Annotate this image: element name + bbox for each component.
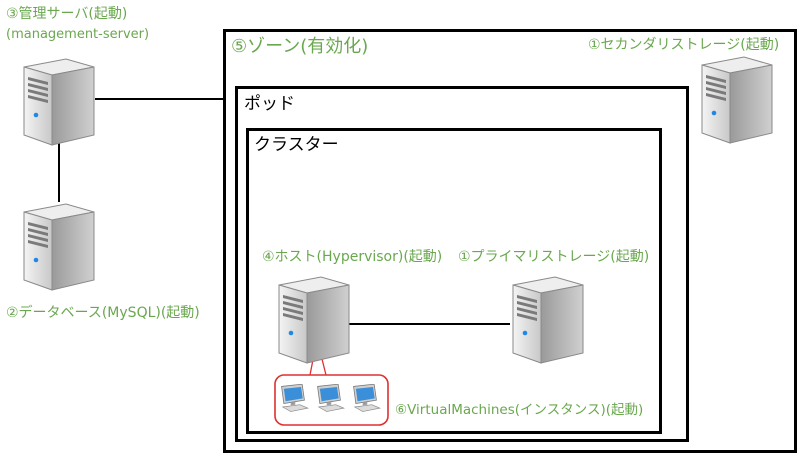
host-label: ④ホスト(Hypervisor)(起動) [262,249,443,265]
host-server-icon[interactable] [271,273,351,365]
vm-pc-icon-1[interactable] [277,384,309,414]
management-server-label: ③管理サーバ(起動) [6,6,128,22]
mgmt-to-db-link [58,140,60,202]
cluster-boundary [246,128,662,434]
zone-label: ⑤ゾーン(有効化) [231,36,369,57]
vm-pc-icon-2[interactable] [313,384,345,414]
mgmt-to-zone-link [95,98,225,100]
cluster-label: クラスター [254,135,339,155]
secondary-storage-server-icon[interactable] [694,53,774,145]
database-server-icon[interactable] [16,200,96,292]
pod-label: ポッド [244,94,295,114]
vm-pc-icon-3[interactable] [349,384,381,414]
database-label: ②データベース(MySQL)(起動) [6,305,200,321]
vms-label: ⑥VirtualMachines(インスタンス)(起動) [395,402,644,418]
management-server-icon[interactable] [16,55,96,147]
management-server-sublabel: (management-server) [6,27,150,42]
secondary-storage-label: ①セカンダリストレージ(起動) [588,37,780,53]
pod-boundary [235,86,689,442]
primary-storage-label: ①プライマリストレージ(起動) [458,249,650,265]
primary-storage-server-icon[interactable] [505,273,585,365]
host-to-primary-storage-link [345,323,510,325]
zone-boundary [223,29,797,453]
